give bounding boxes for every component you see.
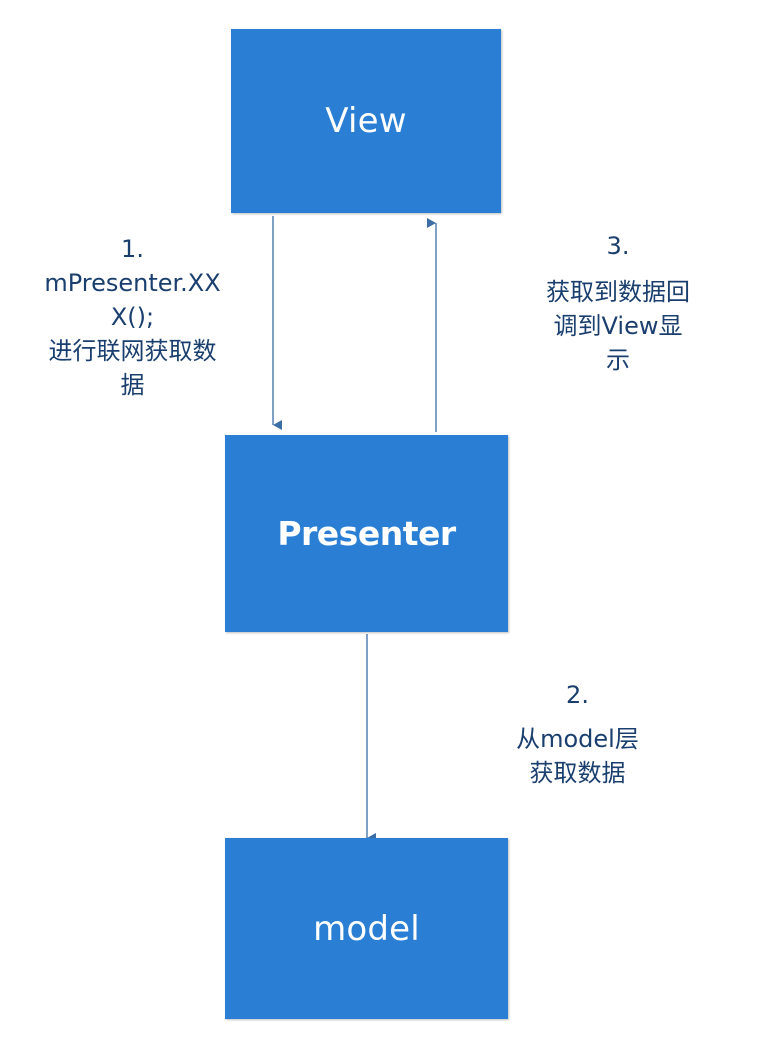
view-box: View: [231, 29, 501, 213]
step-1-line: 据: [120, 371, 145, 399]
step-3-line: 示: [606, 346, 630, 374]
step-3-note: 3. 获取到数据回 调到View显 示: [518, 229, 718, 377]
step-2-number: 2.: [566, 681, 589, 709]
step-2-line: 获取数据: [529, 759, 626, 787]
model-box: model: [225, 838, 508, 1019]
step-1-number: 1.: [121, 235, 144, 263]
step-3-line: 获取到数据回: [546, 278, 690, 306]
view-box-label: View: [325, 101, 407, 141]
step-1-line: X();: [110, 303, 155, 331]
step-3-number: 3.: [606, 232, 630, 260]
presenter-box-label: Presenter: [277, 514, 456, 553]
step-1-note: 1. mPresenter.XX X(); 进行联网获取数 据: [30, 232, 235, 402]
presenter-box: Presenter: [225, 435, 508, 632]
step-1-line: 进行联网获取数: [48, 337, 217, 365]
model-box-label: model: [313, 908, 420, 949]
step-2-line: 从model层: [516, 725, 639, 753]
step-1-line: mPresenter.XX: [44, 269, 221, 297]
step-2-note: 2. 从model层 获取数据: [495, 678, 660, 790]
step-3-line: 调到View显: [553, 312, 683, 340]
